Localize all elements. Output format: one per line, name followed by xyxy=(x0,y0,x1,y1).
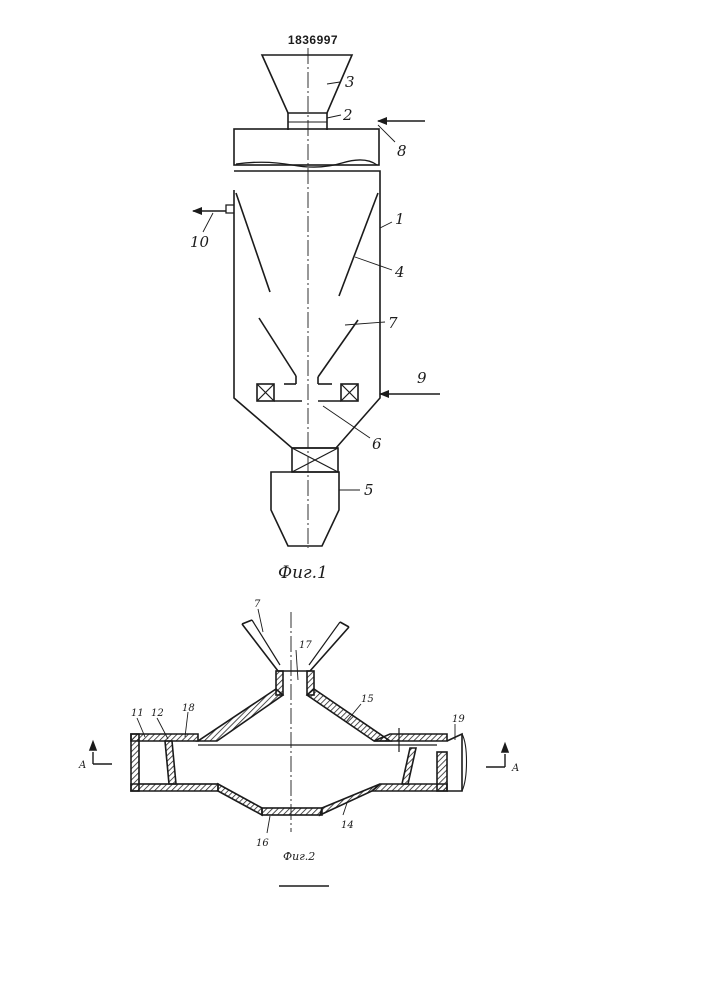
label-5: 5 xyxy=(364,481,374,499)
label-16: 16 xyxy=(256,838,269,849)
lower-cone-left xyxy=(218,784,262,815)
label-15: 15 xyxy=(361,694,374,705)
label-10: 10 xyxy=(190,233,210,251)
section-label-left: A xyxy=(78,760,86,771)
feed-hopper xyxy=(262,55,352,113)
label-1: 1 xyxy=(395,210,405,228)
upper-cone-left xyxy=(198,689,283,741)
figure-1-caption: Фиг.1 xyxy=(278,563,328,583)
label-11: 11 xyxy=(131,708,144,719)
label-18: 18 xyxy=(182,703,195,714)
figure-1-labels: 3 2 8 1 4 7 9 6 5 10 Фиг.1 xyxy=(190,73,427,583)
main-vessel xyxy=(234,171,380,448)
label-9: 9 xyxy=(417,369,427,387)
barrel-bottom-wall-left xyxy=(131,784,218,791)
patent-number: 1836997 xyxy=(268,33,358,47)
barrel-bottom-wall-right xyxy=(372,784,447,791)
label-8: 8 xyxy=(397,142,407,160)
figure-2-caption: Фиг.2 xyxy=(283,850,315,863)
product-collector xyxy=(271,472,339,546)
label-12: 12 xyxy=(151,708,164,719)
inner-cone-left xyxy=(236,193,270,292)
label-7: 7 xyxy=(388,314,398,332)
figure-2-labels: 7 17 15 11 12 18 19 14 16 A A Фиг.2 xyxy=(78,599,519,863)
label-3: 3 xyxy=(345,73,355,91)
label-4: 4 xyxy=(394,263,405,281)
liquid-surface xyxy=(236,160,377,167)
deflector-right xyxy=(318,320,358,377)
label-17: 17 xyxy=(299,640,312,651)
lower-cone-right xyxy=(320,784,380,815)
outlet-pipe xyxy=(447,734,462,791)
inner-cone-right xyxy=(339,193,378,296)
section-label-right: A xyxy=(511,763,519,774)
upper-cone-right xyxy=(307,689,390,741)
label-7-fig2: 7 xyxy=(254,599,261,610)
lower-bottom xyxy=(262,808,322,815)
insert-12 xyxy=(165,741,176,784)
barrel-top-wall-left xyxy=(131,734,198,741)
insert-right xyxy=(402,748,416,784)
gas-outlet xyxy=(226,205,234,213)
label-2: 2 xyxy=(342,106,353,124)
label-6: 6 xyxy=(372,435,382,453)
deflector-left xyxy=(259,318,296,376)
barrel-top-wall-right xyxy=(374,734,447,741)
outlet-pipe-wall xyxy=(437,752,447,791)
funnel-inner xyxy=(252,620,340,665)
label-14: 14 xyxy=(341,820,354,831)
figure-1 xyxy=(193,48,440,548)
barrel-end-wall xyxy=(131,734,139,791)
feed-pipe xyxy=(288,113,327,130)
label-19: 19 xyxy=(452,714,465,725)
